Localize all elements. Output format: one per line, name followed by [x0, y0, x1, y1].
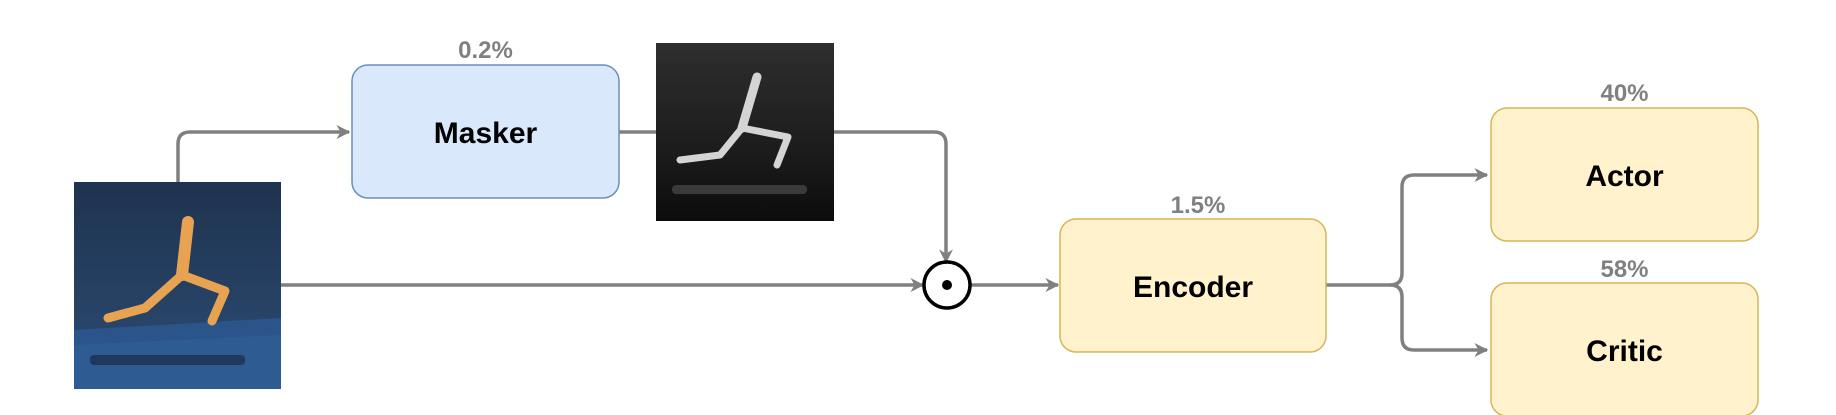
- critic-box: [1490, 282, 1759, 415]
- critic-percent: 58%: [1600, 256, 1648, 283]
- actor-module: Actor 40%: [1490, 80, 1759, 242]
- elementwise-product-icon: [922, 260, 972, 310]
- masker-module: Masker 0.2%: [351, 37, 620, 199]
- encoder-percent: 1.5%: [1171, 192, 1226, 219]
- critic-label: Critic: [1586, 335, 1663, 368]
- masked-observation-image: [656, 43, 834, 221]
- critic-module: Critic 58%: [1490, 256, 1759, 415]
- encoder-label: Encoder: [1133, 271, 1253, 304]
- masker-percent: 0.2%: [458, 37, 513, 64]
- arrow-encoder-to-critic: [1389, 283, 1489, 357]
- actor-percent: 40%: [1600, 80, 1648, 107]
- encoder-box: [1059, 218, 1327, 353]
- masker-label: Masker: [434, 117, 538, 150]
- masker-box: [351, 64, 620, 199]
- actor-box: [1490, 107, 1759, 242]
- encoder-module: Encoder 1.5%: [1059, 192, 1327, 353]
- arrow-encoder-to-actor: [1325, 168, 1489, 287]
- arrow-input-to-masker: [176, 125, 351, 182]
- actor-label: Actor: [1585, 160, 1664, 193]
- connectors: [176, 125, 1489, 357]
- input-observation-image: [74, 182, 281, 389]
- arrow-masked-image-to-product: [834, 130, 953, 264]
